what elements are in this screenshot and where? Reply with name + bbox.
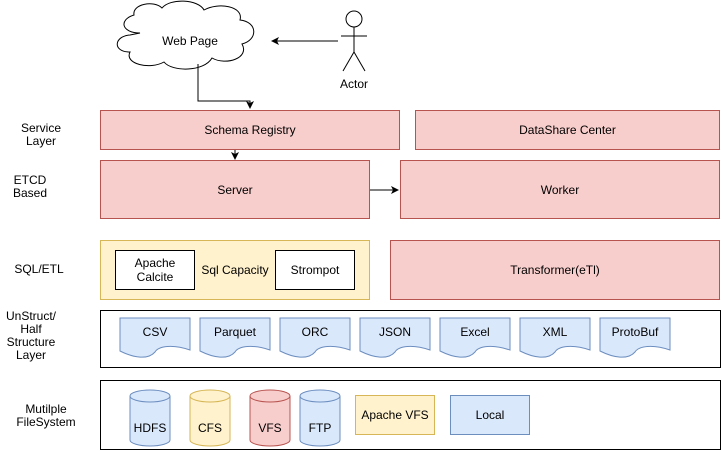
strompot-box: Strompot xyxy=(275,250,355,290)
ftp-label: FTP xyxy=(308,421,332,435)
cylinder-hdfs-shape xyxy=(129,389,171,447)
vfs-label: VFS xyxy=(258,421,282,435)
sql-layer-label: SQL/ETL xyxy=(14,262,64,276)
format-label-protobuf: ProtoBuf xyxy=(611,325,659,339)
webpage-to-schema-arrow xyxy=(197,64,254,109)
format-label-orc: ORC xyxy=(301,325,329,339)
format-doc-parquet xyxy=(199,317,271,358)
format-doc-protobuf xyxy=(599,317,671,358)
actor-figure xyxy=(341,10,367,72)
server-box: Server xyxy=(100,160,370,219)
format-doc-csv xyxy=(119,317,191,358)
format-label-csv: CSV xyxy=(142,325,168,339)
datashare-center-box: DataShare Center xyxy=(415,110,720,150)
cfs-label: CFS xyxy=(198,421,222,435)
web-page-cloud xyxy=(116,0,255,70)
local-box: Local xyxy=(450,395,530,435)
format-doc-json xyxy=(359,317,431,358)
format-label-excel: Excel xyxy=(460,325,490,339)
format-label-parquet: Parquet xyxy=(213,325,257,339)
hdfs-label: HDFS xyxy=(133,421,167,435)
cylinder-ftp-shape xyxy=(299,389,341,447)
web-page-label: Web Page xyxy=(162,34,218,48)
format-label-xml: XML xyxy=(542,325,568,339)
cylinder-vfs-shape xyxy=(249,389,291,447)
cylinder-cfs-shape xyxy=(189,389,231,447)
format-doc-excel xyxy=(439,317,511,358)
apache-vfs-box: Apache VFS xyxy=(355,395,435,435)
format-doc-xml xyxy=(519,317,591,358)
worker-box: Worker xyxy=(400,160,720,219)
format-doc-orc xyxy=(279,317,351,358)
transformer-box: Transformer(eTl) xyxy=(390,240,720,300)
format-label-json: JSON xyxy=(378,325,411,339)
schema-registry-box: Schema Registry xyxy=(100,110,400,150)
actor-label: Actor xyxy=(339,77,368,91)
sql-capacity-label: Sql Capacity xyxy=(201,263,269,277)
